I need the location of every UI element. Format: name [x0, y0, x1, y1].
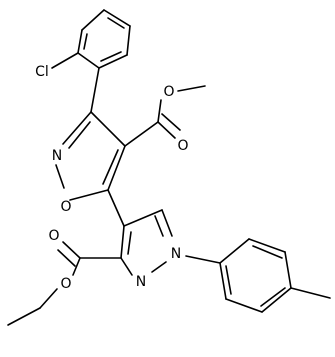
bond	[260, 287, 286, 307]
bond	[120, 225, 125, 259]
bond	[161, 113, 181, 131]
bond	[252, 245, 283, 259]
bond	[77, 29, 83, 54]
atom-o-ethyl-ester-carbonyl-label: O	[48, 228, 59, 244]
bond	[51, 52, 79, 69]
bond	[100, 51, 122, 62]
bond	[225, 298, 263, 313]
bond	[68, 121, 91, 149]
bond	[219, 262, 227, 300]
bond	[83, 33, 88, 50]
bond	[123, 209, 163, 227]
bond	[225, 265, 232, 295]
bond	[39, 288, 58, 309]
bond	[154, 215, 164, 237]
atom-n2-pyrazole-label: N	[136, 274, 146, 290]
bond	[62, 241, 81, 259]
bond	[284, 251, 292, 289]
bond	[290, 287, 331, 299]
atom-cl-label: Cl	[35, 64, 49, 80]
bond	[126, 25, 131, 56]
bond	[261, 287, 292, 313]
bond	[7, 307, 41, 326]
bond	[107, 145, 126, 191]
bond	[177, 85, 206, 92]
bond	[69, 189, 109, 201]
bond	[161, 209, 173, 237]
atom-o-methyl-ester-ether-label: O	[163, 84, 174, 100]
bond	[90, 111, 126, 147]
bond	[62, 111, 92, 145]
atom-o-isoxazole-label: O	[60, 199, 71, 215]
bond	[57, 249, 76, 267]
bond	[127, 231, 132, 255]
bond	[77, 52, 100, 69]
bond	[98, 54, 128, 69]
bond	[81, 9, 105, 31]
atom-o-ethyl-ester-ether-label: O	[60, 276, 71, 292]
atom-n1-pyrazole-label: N	[171, 246, 181, 262]
bond	[107, 189, 125, 227]
bond	[90, 67, 100, 113]
bond	[72, 257, 81, 276]
atom-o-methyl-ester-carbonyl-label: O	[177, 138, 188, 154]
bond	[185, 255, 221, 264]
bond	[157, 99, 162, 123]
bond	[151, 261, 167, 273]
bond	[120, 257, 133, 276]
bond	[55, 164, 65, 189]
bond-lines	[7, 9, 331, 326]
bond	[103, 9, 131, 27]
bond	[124, 121, 159, 147]
atom-n-isoxazole-label: N	[52, 148, 62, 164]
bond	[219, 238, 250, 264]
bond	[102, 149, 119, 185]
bond	[157, 121, 176, 139]
bond	[248, 238, 286, 253]
bond	[107, 17, 125, 29]
atom-labels: Cl N O O O O O N N	[35, 64, 188, 292]
